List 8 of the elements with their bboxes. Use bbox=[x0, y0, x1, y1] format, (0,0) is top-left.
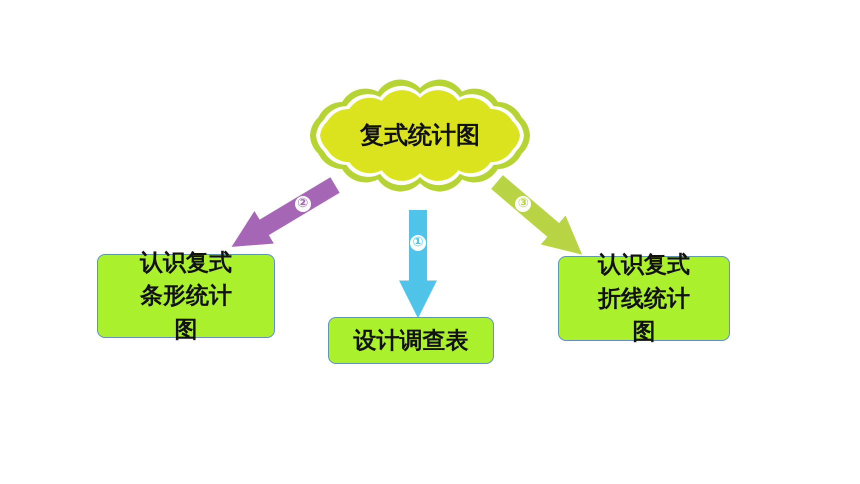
arrow bbox=[491, 175, 582, 255]
node-title: 认识复式折线统计图 bbox=[596, 250, 691, 348]
node-title: 认识复式条形统计图 bbox=[138, 248, 233, 345]
topic-box bbox=[328, 317, 494, 364]
arrow bbox=[232, 177, 340, 247]
arrow bbox=[399, 210, 437, 318]
node-title: 设计调查表 bbox=[354, 326, 468, 356]
node-title: 复式统计图 bbox=[360, 119, 480, 152]
